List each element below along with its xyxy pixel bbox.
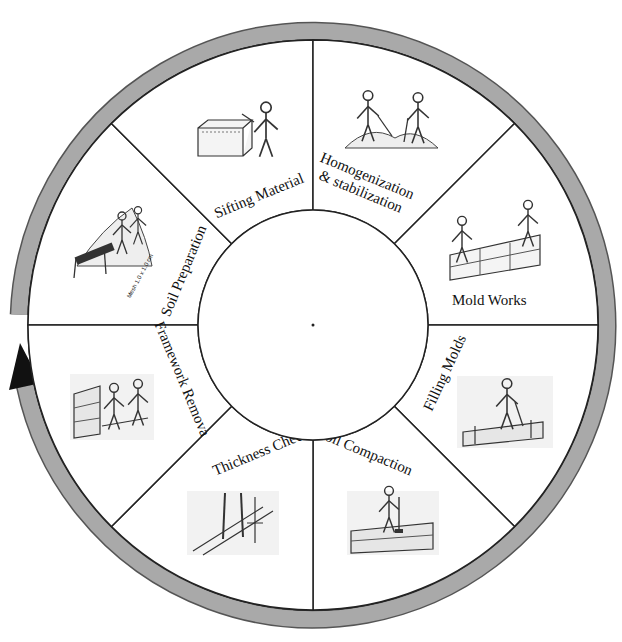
homogenization-sketch <box>345 91 438 148</box>
ring-band <box>19 31 607 619</box>
sector-outline <box>111 40 313 244</box>
cycle-sector: Mold Works <box>392 121 600 327</box>
step-label: Mold Works <box>452 292 527 309</box>
center-dot <box>312 324 315 327</box>
ring-outline <box>19 31 607 619</box>
filling-molds-sketch <box>457 376 553 448</box>
sector-shape <box>109 38 315 246</box>
framework-removal-sketch <box>70 374 154 440</box>
mold-works-sketch <box>450 200 540 280</box>
sector-outline <box>394 123 598 325</box>
soil-compaction-sketch <box>347 486 439 555</box>
outer-circle <box>28 40 598 610</box>
sifting-sketch <box>198 102 278 157</box>
thickness-check-sketch <box>187 491 279 555</box>
center-circle <box>198 210 428 440</box>
cycle-sector: Framework Remova <box>26 323 234 529</box>
cycle-sector: Soil Compaction <box>311 404 517 612</box>
cycle-sector: Sifting Material <box>109 38 315 246</box>
sector-outline <box>313 406 515 610</box>
